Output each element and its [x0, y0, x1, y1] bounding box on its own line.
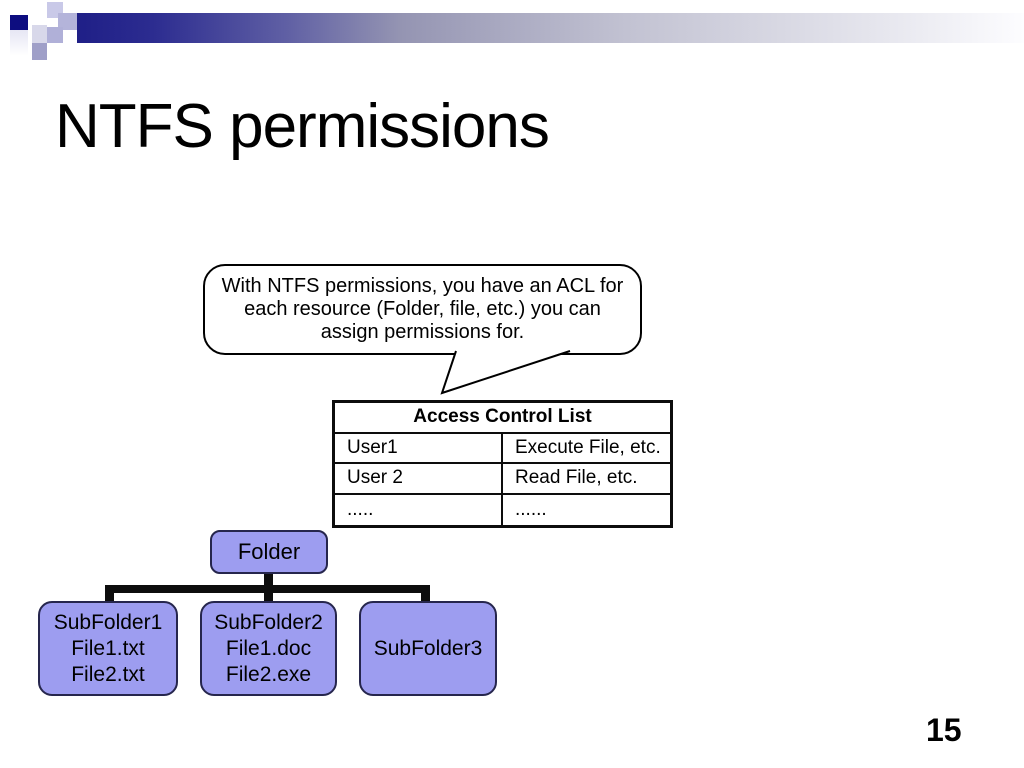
tree-connector-horizontal	[105, 585, 430, 593]
folder-node: Folder	[210, 530, 328, 574]
decor-square	[47, 27, 63, 43]
subfolder3-node: SubFolder3	[359, 601, 497, 696]
subfolder1-node: SubFolder1 File1.txt File2.txt	[38, 601, 178, 696]
user-cell: User 2	[335, 464, 503, 493]
callout-line: With NTFS permissions, you have an ACL f…	[221, 275, 624, 297]
permission-cell: Execute File, etc.	[515, 436, 661, 458]
decor-square	[10, 15, 28, 30]
node-line: File1.txt	[71, 636, 145, 660]
node-line: SubFolder2	[214, 610, 323, 634]
acl-table: Access Control List User1 Execute File, …	[332, 400, 673, 528]
user-cell: User1	[335, 433, 503, 462]
node-line: File2.exe	[225, 662, 312, 686]
callout-bubble: With NTFS permissions, you have an ACL f…	[203, 264, 642, 355]
slide-title: NTFS permissions	[55, 92, 550, 161]
table-row: User1 Execute File, etc.	[335, 433, 670, 464]
decor-square	[32, 25, 47, 43]
subfolder2-node: SubFolder2 File1.doc File2.exe	[200, 601, 337, 696]
permission-cell: ......	[515, 498, 547, 520]
decor-square	[58, 13, 77, 30]
decor-square	[32, 43, 47, 60]
tree-connector-stub	[421, 587, 430, 601]
page-number: 15	[926, 712, 962, 748]
header-gradient-bar	[77, 13, 1024, 43]
node-line: SubFolder1	[53, 610, 163, 634]
tree-connector-stub	[105, 587, 114, 601]
decor-square	[10, 30, 28, 56]
callout-line: each resource (Folder, file, etc.) you c…	[244, 298, 601, 320]
table-row: ..... ......	[335, 494, 670, 525]
acl-table-header: Access Control List	[335, 403, 670, 434]
permission-cell: Read File, etc.	[515, 467, 638, 489]
folder-node-label: Folder	[237, 539, 301, 564]
callout-tail	[440, 350, 571, 395]
table-row: User 2 Read File, etc.	[335, 464, 670, 495]
node-line: File2.txt	[71, 662, 145, 686]
node-line: File1.doc	[225, 636, 312, 660]
node-line: SubFolder3	[373, 636, 483, 660]
user-cell: .....	[335, 494, 503, 525]
callout-line: assign permissions for.	[320, 321, 525, 343]
